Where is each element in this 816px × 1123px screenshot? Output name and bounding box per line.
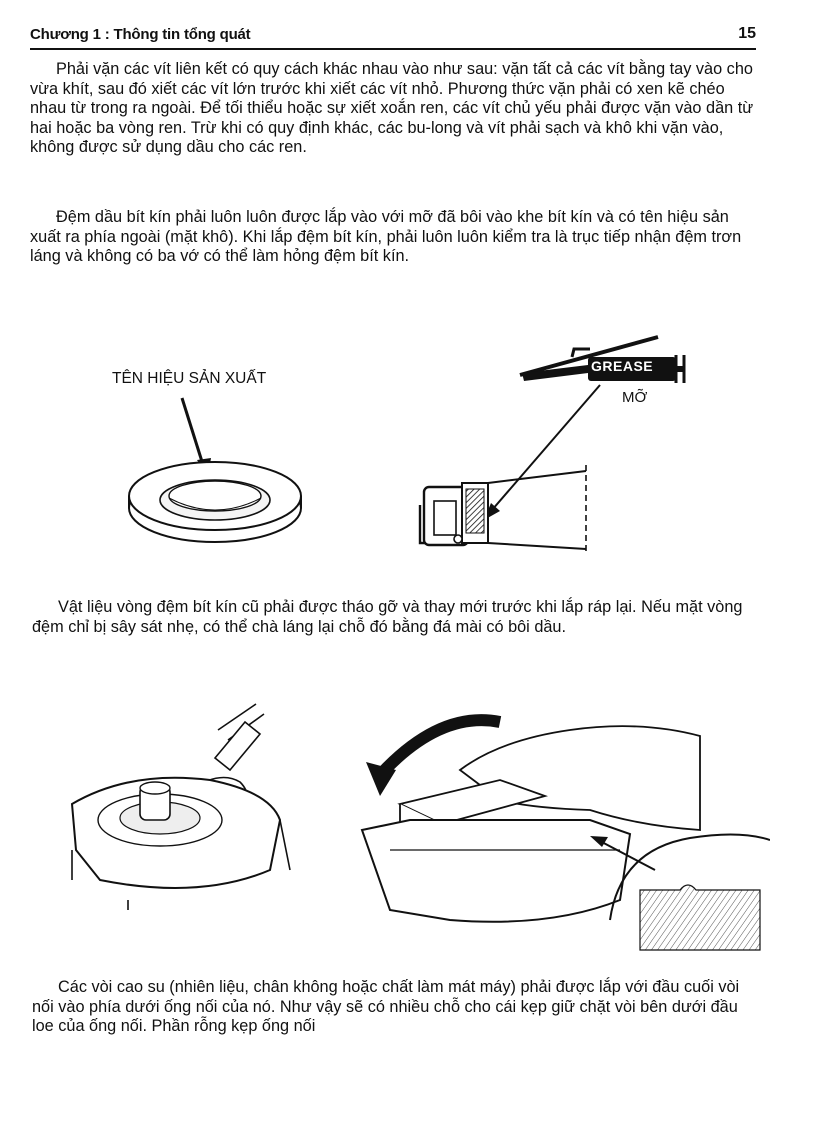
gasket-scraping-figure — [60, 700, 320, 920]
grease-drawing — [418, 335, 686, 555]
lapping-drawing — [360, 714, 770, 951]
page-number: 15 — [738, 25, 756, 42]
oilstone-lapping-figure — [350, 700, 770, 960]
paragraph-gasket: Vật liệu vòng đệm bít kín cũ phải được t… — [32, 598, 743, 636]
grease-application-figure: GREASE MỠ — [400, 325, 710, 570]
page-header: Chương 1 : Thông tin tổng quát 15 — [30, 24, 756, 50]
manufacturer-mark-label: TÊN HIỆU SẢN XUẤT — [112, 370, 267, 387]
grease-tube-text: GREASE — [591, 358, 654, 374]
oil-seal-drawing — [128, 397, 302, 543]
grease-label: MỠ — [622, 389, 648, 406]
oil-seal-figure: TÊN HIỆU SẢN XUẤT — [100, 360, 340, 570]
paragraph-oil-seal: Đệm dầu bít kín phải luôn luôn được lắp … — [30, 208, 742, 266]
paragraph-rubber-hoses: Các vòi cao su (nhiên liệu, chân không h… — [32, 978, 740, 1036]
chapter-title: Chương 1 : Thông tin tổng quát — [30, 26, 251, 43]
scraping-drawing — [70, 703, 291, 910]
paragraph-screw-tightening: Phải vặn các vít liên kết có quy cách kh… — [30, 60, 754, 157]
